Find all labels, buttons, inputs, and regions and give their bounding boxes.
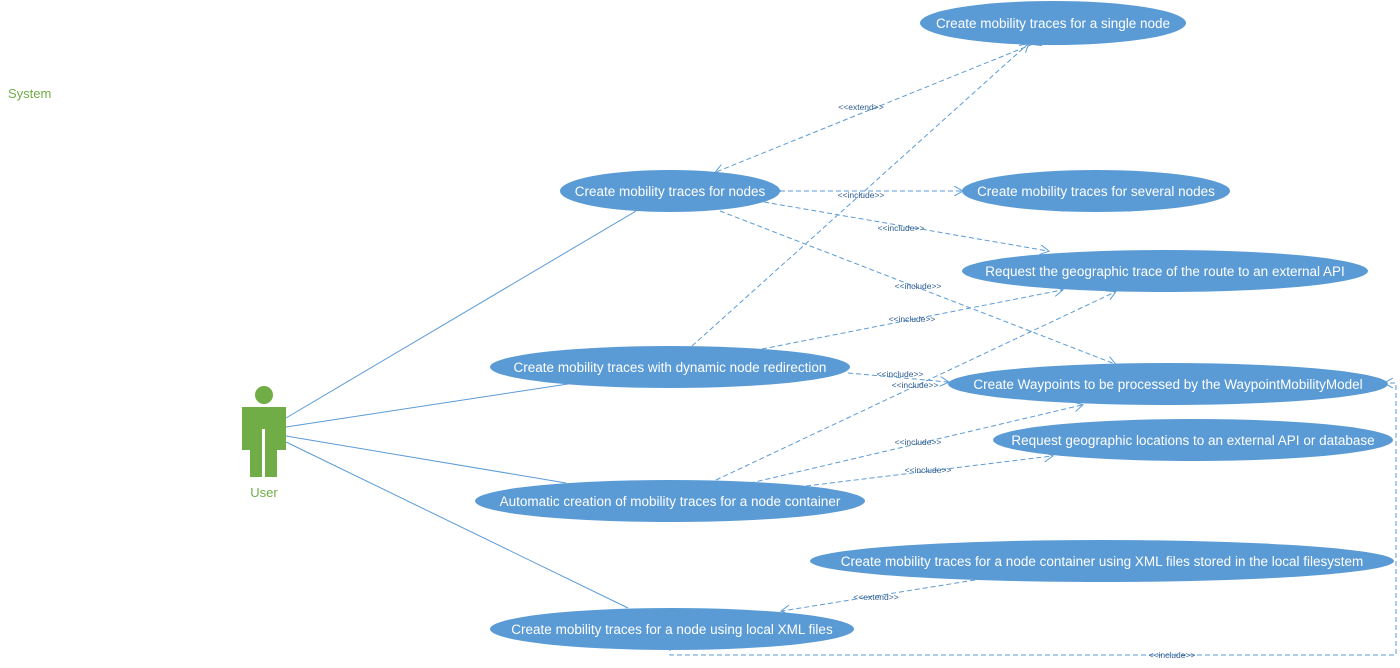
use-case-xmlcontainer[interactable]: Create mobility traces for a node contai… (810, 540, 1394, 582)
dep-auto-waypoints (741, 405, 1082, 486)
use-case-waypoints[interactable]: Create Waypoints to be processed by the … (948, 363, 1388, 405)
rel-label-include: <<include>> (838, 190, 885, 200)
dep-auto-geoloc (805, 456, 1052, 487)
rel-label-include: <<include>> (1149, 650, 1196, 660)
use-case-xmlnode[interactable]: Create mobility traces for a node using … (490, 608, 854, 650)
system-label: System (8, 86, 51, 101)
dep-nodes-single (716, 44, 1033, 172)
dep-auto-geotrace (715, 292, 1115, 481)
rel-label-include: <<include>> (889, 314, 936, 324)
rel-label-extend: <<extend>> (853, 592, 898, 602)
rel-label-extend: <<extend>> (838, 102, 883, 112)
rel-label-include: <<include>> (895, 281, 942, 291)
dep-dynamic-waypoints (847, 372, 948, 382)
rel-label-include: <<include>> (877, 369, 924, 379)
use-case-label: Create mobility traces for a node using … (511, 622, 833, 637)
use-case-dynamic[interactable]: Create mobility traces with dynamic node… (490, 346, 850, 388)
associations (285, 210, 637, 609)
actor-user-label: User (250, 485, 278, 500)
association-xmlnode (285, 441, 629, 609)
dep-nodes-geotrace (763, 201, 1048, 251)
use-case-label: Request geographic locations to an exter… (1011, 433, 1374, 448)
use-case-label: Create mobility traces for a single node (936, 16, 1170, 31)
use-case-geotrace[interactable]: Request the geographic trace of the rout… (962, 250, 1368, 292)
use-case-label: Automatic creation of mobility traces fo… (500, 494, 841, 509)
use-case-label: Create mobility traces for nodes (575, 184, 766, 199)
actor-user-icon (242, 386, 286, 477)
rel-label-include: <<include>> (895, 437, 942, 447)
use-case-geoloc[interactable]: Request geographic locations to an exter… (993, 419, 1393, 461)
dep-xmlnode-waypoints (669, 383, 1397, 656)
dependencies (669, 44, 1397, 656)
rel-label-include: <<include>> (878, 223, 925, 233)
dep-dynamic-single (691, 44, 1028, 347)
use-case-label: Request the geographic trace of the rout… (985, 264, 1344, 279)
actor-user[interactable]: User (242, 386, 286, 500)
use-case-several[interactable]: Create mobility traces for several nodes (962, 170, 1230, 212)
rel-label-include: <<include>> (892, 380, 939, 390)
association-nodes (285, 210, 637, 419)
rel-label-include: <<include>> (905, 465, 952, 475)
dep-dynamic-geotrace (761, 290, 1062, 350)
use-case-nodes[interactable]: Create mobility traces for nodes (560, 170, 780, 212)
association-dynamic (285, 383, 569, 428)
use-case-label: Create mobility traces for a node contai… (841, 554, 1364, 569)
use-case-auto[interactable]: Automatic creation of mobility traces fo… (475, 480, 865, 522)
use-case-single[interactable]: Create mobility traces for a single node (920, 1, 1186, 45)
dep-nodes-waypoints (719, 210, 1115, 364)
relationship-labels: <<extend>> <<include>> <<include>> <<inc… (838, 102, 1196, 660)
use-case-label: Create mobility traces for several nodes (977, 184, 1215, 199)
association-auto (285, 435, 567, 484)
use-case-label: Create mobility traces with dynamic node… (514, 360, 827, 375)
dep-xmlcontainer-xmlnode (782, 579, 976, 611)
use-case-label: Create Waypoints to be processed by the … (973, 377, 1362, 392)
